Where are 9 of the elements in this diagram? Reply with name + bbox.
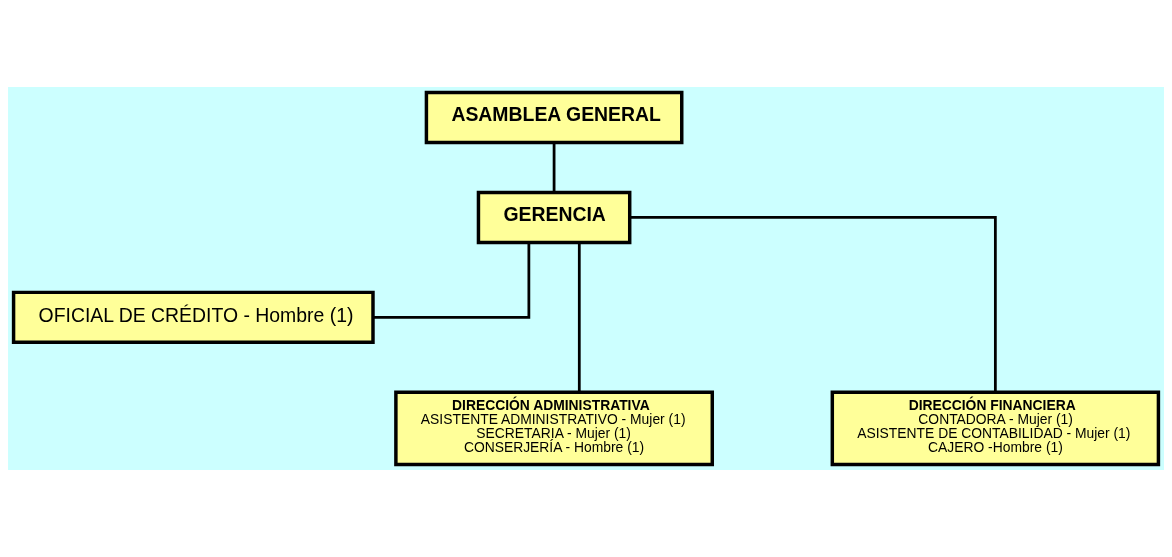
node-box: DIRECCIÓN ADMINISTRATIVA ASISTENTE ADMINISTRATIVO - Mujer (1) SECRETARIA - Mujer (1) CONSERJERÍA - Hombre (1) bbox=[394, 390, 714, 467]
connector bbox=[552, 142, 556, 192]
node-box: ASAMBLEA GENERAL bbox=[424, 90, 684, 145]
connector bbox=[577, 242, 581, 393]
connector bbox=[629, 216, 997, 393]
connector bbox=[373, 242, 531, 319]
node-box: DIRECCIÓN FINANCIERA CONTADORA - Mujer (1) ASISTENTE DE CONTABILIDAD - Mujer (1) CAJERO -Hombre (1) bbox=[830, 390, 1161, 467]
node-box: GERENCIA bbox=[476, 190, 632, 245]
node-box: OFICIAL DE CRÉDITO - Hombre (1) bbox=[11, 290, 375, 345]
